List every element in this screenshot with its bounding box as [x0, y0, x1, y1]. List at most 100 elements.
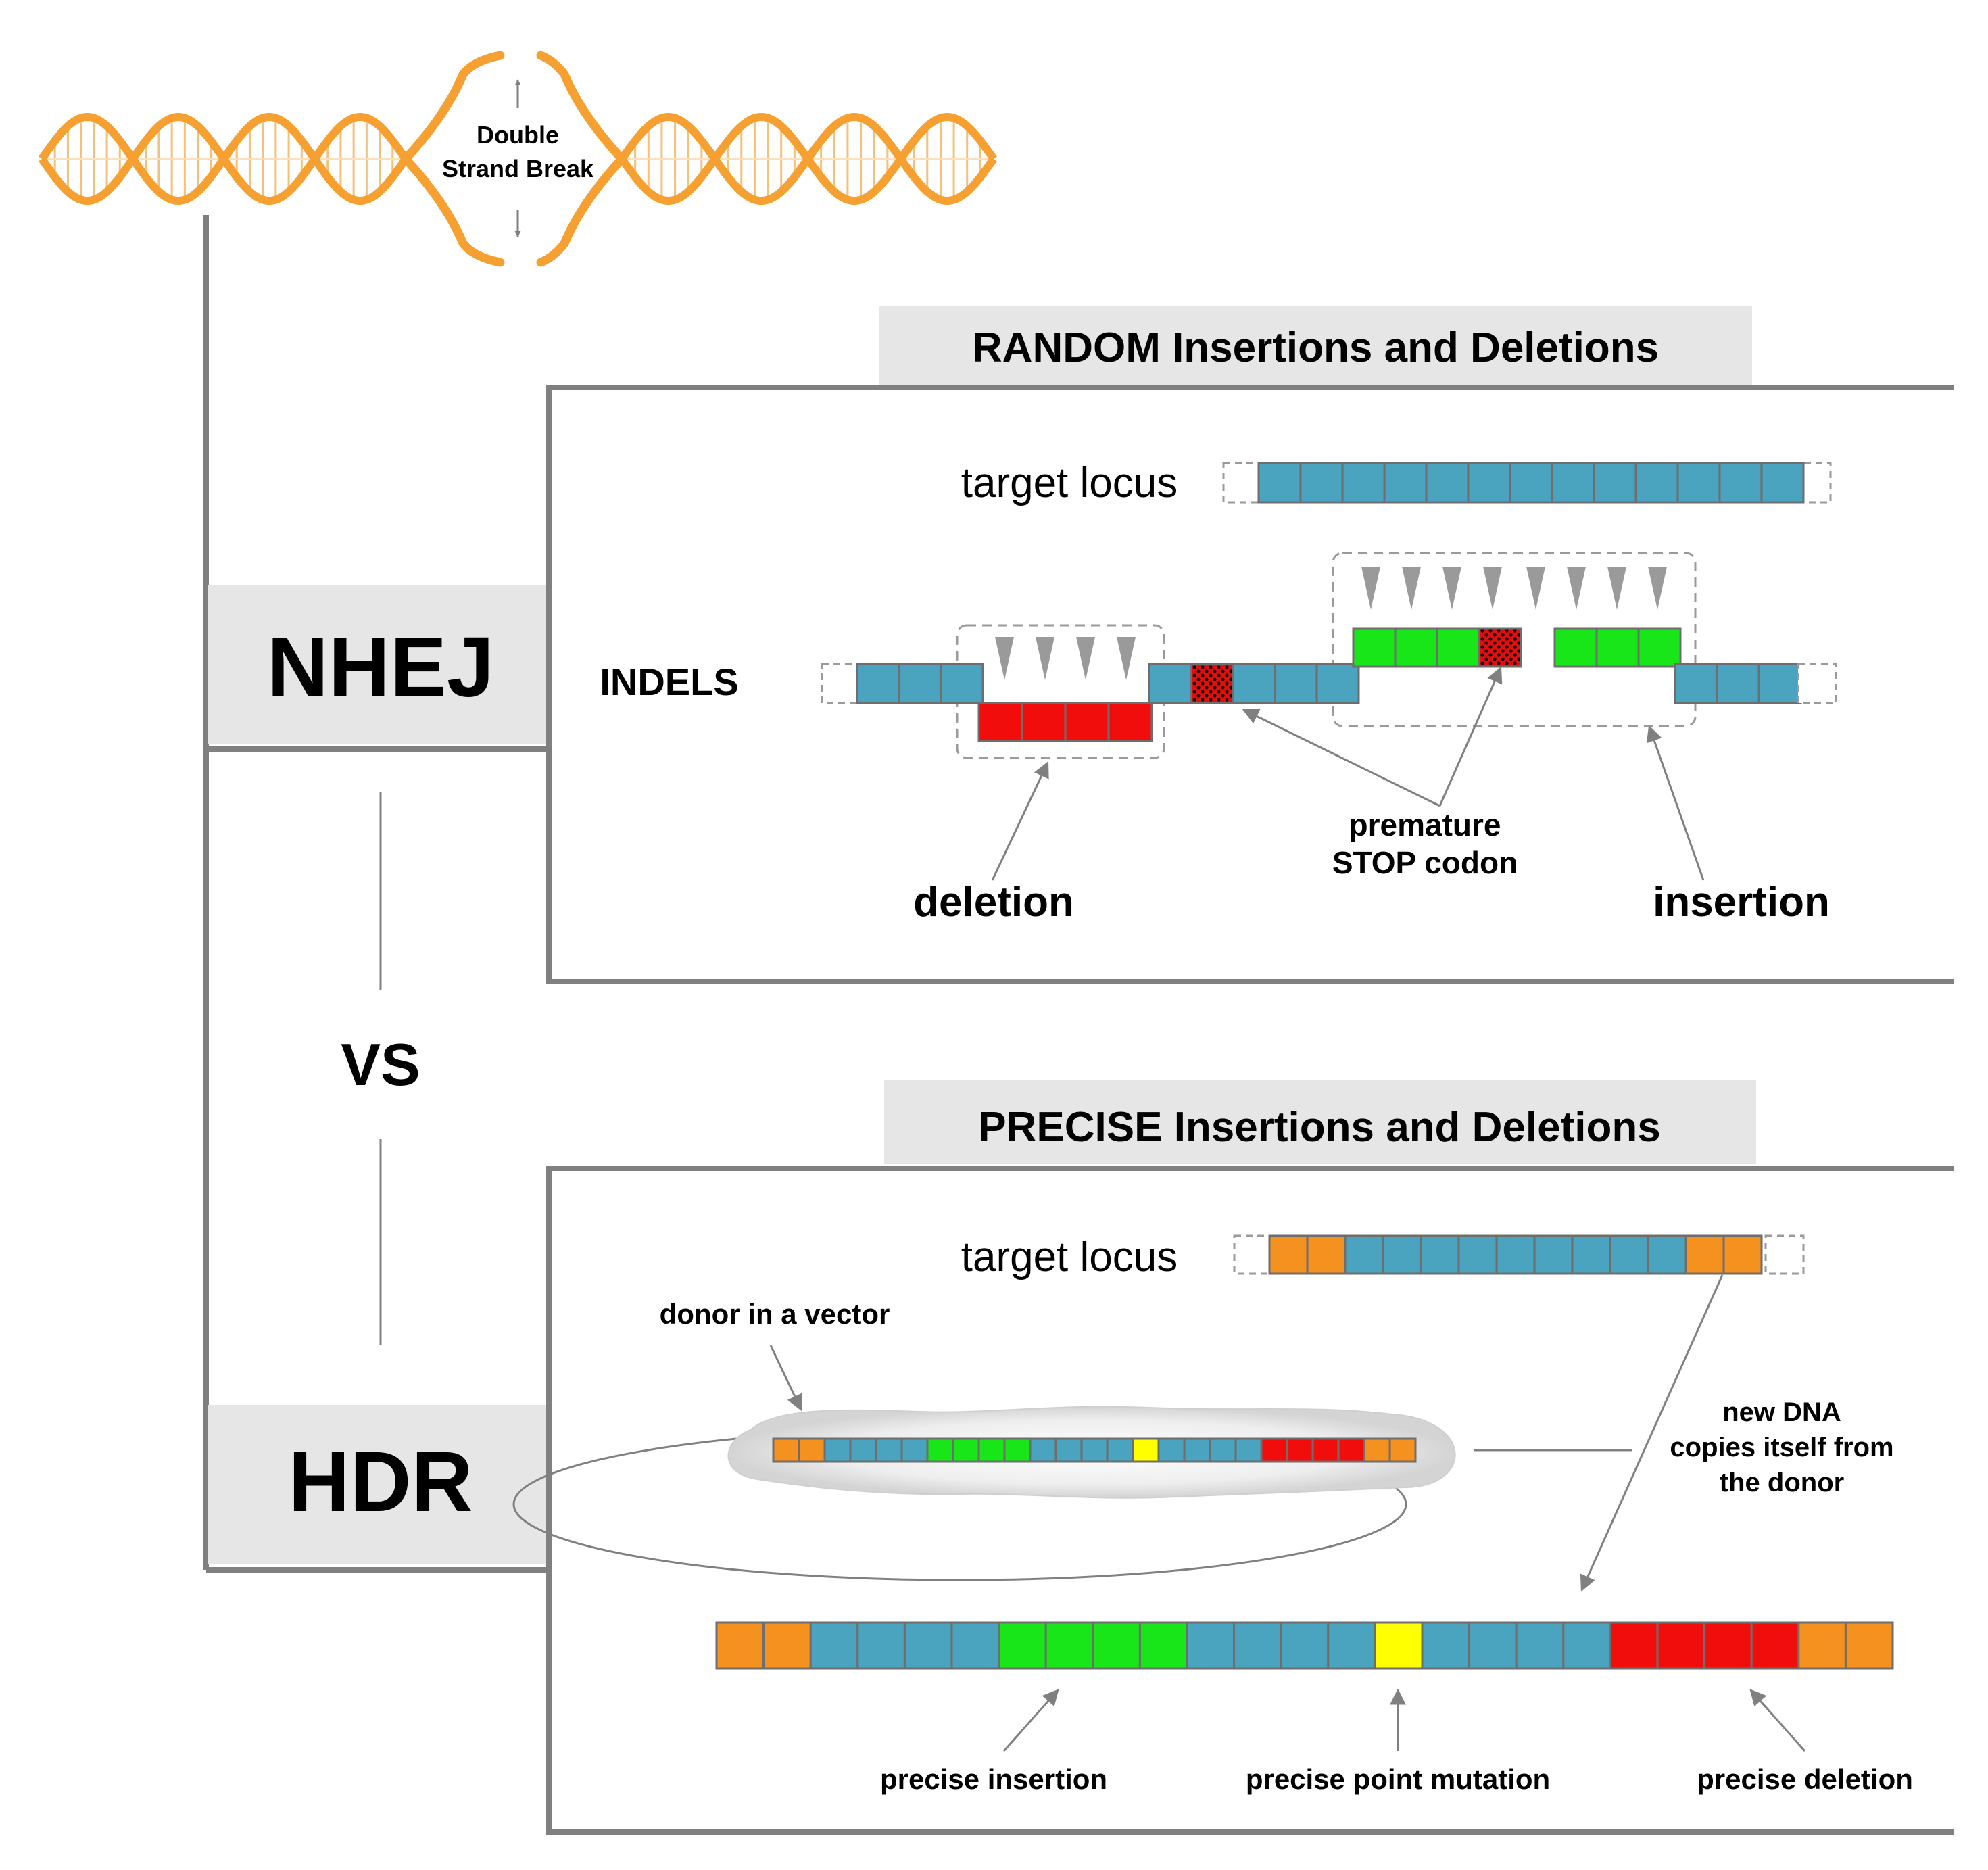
insertion-label: insertion: [1653, 879, 1830, 926]
nhej-label: NHEJ: [267, 619, 494, 715]
donor-codon-blue: [1029, 1437, 1057, 1463]
result-codon-orange: [1844, 1621, 1894, 1670]
donor-codon-blue: [1106, 1437, 1134, 1463]
target-codon-blue: [1457, 1234, 1498, 1275]
target-codon-orange: [1684, 1234, 1725, 1275]
donor-codon-blue: [1234, 1437, 1263, 1463]
target-codon-blue: [1383, 462, 1428, 504]
hdr-banner-title: PRECISE Insertions and Deletions: [978, 1104, 1660, 1151]
strand-codon-blue: [1274, 663, 1318, 704]
result-codon-red: [1703, 1621, 1753, 1670]
precise-deletion-label: precise deletion: [1697, 1763, 1913, 1795]
result-codon-yellow: [1374, 1621, 1424, 1670]
target-codon-blue: [1760, 462, 1805, 504]
insert-marker: [1402, 567, 1421, 610]
result-codon-blue: [1186, 1621, 1236, 1670]
strand-codon-blue: [1674, 663, 1718, 704]
deleted-codon-red: [1021, 702, 1067, 742]
result-codon-orange: [1797, 1621, 1847, 1670]
inserted-codon-green: [1637, 627, 1682, 668]
deletion-arrow: [991, 761, 1049, 881]
inserted-codon-green: [1352, 627, 1397, 668]
dashed-strand-end: [1797, 663, 1837, 704]
nhej-indel-strand: [821, 552, 1837, 759]
donor-codon-orange: [798, 1437, 826, 1463]
deletion-label: deletion: [913, 879, 1074, 926]
stop-label-line1: premature: [1349, 807, 1501, 842]
dashed-strand-end: [821, 663, 861, 704]
target-codon-blue: [1257, 462, 1302, 504]
target-codon-blue: [1299, 462, 1344, 504]
hdr-target-label: target locus: [961, 1234, 1178, 1280]
result-codon-blue: [856, 1621, 906, 1670]
insert-marker: [1361, 567, 1380, 610]
insert-marker: [1076, 637, 1095, 680]
target-codon-blue: [1676, 462, 1721, 504]
dna-double-helix: Double Strand Break: [39, 51, 997, 267]
precise-point-label: precise point mutation: [1246, 1763, 1550, 1795]
insert-marker: [1483, 567, 1502, 610]
target-codon-blue: [1533, 1234, 1574, 1275]
result-codon-blue: [1468, 1621, 1518, 1670]
target-codon-blue: [1593, 462, 1637, 504]
donor-codon-green: [977, 1437, 1006, 1463]
result-codon-green: [1092, 1621, 1141, 1670]
donor-codon-red: [1337, 1437, 1365, 1463]
target-codon-blue: [1420, 1234, 1460, 1275]
insertion-group-outline: [1332, 552, 1697, 727]
nhej-banner: [879, 306, 1752, 385]
donor-codon-blue: [1080, 1437, 1109, 1463]
result-codon-green: [998, 1621, 1047, 1670]
insert-marker: [1117, 637, 1136, 680]
result-codon-green: [1044, 1621, 1094, 1670]
result-codon-blue: [1327, 1621, 1376, 1670]
target-codon-blue: [1609, 1234, 1649, 1275]
target-codon-blue: [1495, 1234, 1536, 1275]
newdna-line3: the donor: [1720, 1468, 1844, 1497]
strand-codon-blue: [1757, 663, 1802, 704]
donor-codon-blue: [1054, 1437, 1083, 1463]
donor-codon-green: [926, 1437, 954, 1463]
hdr-frame: [546, 1166, 1954, 1835]
nhej-label-box: NHEJ: [208, 585, 546, 744]
inserted-codon-green: [1595, 627, 1640, 668]
dashed-strand-end: [1222, 462, 1263, 504]
deleted-codon-red: [977, 702, 1023, 742]
dashed-strand-end: [1764, 1234, 1805, 1275]
target-codon-blue: [1718, 462, 1763, 504]
result-codon-blue: [1421, 1621, 1471, 1670]
target-codon-blue: [1571, 1234, 1611, 1275]
newdna-line1: new DNA: [1722, 1397, 1841, 1427]
target-codon-orange: [1268, 1234, 1309, 1275]
insert-marker: [1648, 567, 1667, 610]
insert-marker: [1526, 567, 1545, 610]
result-codon-blue: [1562, 1621, 1611, 1670]
donor-codon-yellow: [1132, 1437, 1160, 1463]
deletion-group-outline: [956, 624, 1165, 759]
nhej-target-locus: [1222, 462, 1832, 504]
hdr-panel: PRECISE Insertions and Deletions target …: [512, 1080, 1954, 1835]
donor-codon-blue: [849, 1437, 877, 1463]
indels-label: INDELS: [600, 661, 738, 703]
inserted-codon-green: [1436, 627, 1480, 668]
helix-left-segment: [39, 112, 409, 206]
hdr-banner: [884, 1080, 1756, 1164]
copy-arrow: [1580, 1274, 1724, 1592]
strand-codon-blue: [940, 663, 984, 704]
result-sequence: [715, 1621, 1894, 1670]
strand-break-opening: [401, 51, 627, 267]
result-codon-blue: [903, 1621, 953, 1670]
dsb-line1: Double: [477, 121, 559, 149]
inserted-codon-green: [1553, 627, 1598, 668]
hdr-target-locus: [1233, 1234, 1805, 1275]
hdr-result-arrows: [1002, 1688, 1806, 1752]
insert-marker: [1036, 637, 1054, 680]
nhej-panel: RANDOM Insertions and Deletions target l…: [546, 306, 1954, 984]
helix-right-segment: [619, 112, 997, 206]
newdna-line2: copies itself from: [1670, 1433, 1893, 1462]
donor-codon-blue: [823, 1437, 852, 1463]
vs-label: VS: [341, 1031, 420, 1098]
insert-marker: [1607, 567, 1626, 610]
donor-codon-blue: [1209, 1437, 1237, 1463]
nhej-annotation-arrows: [991, 666, 1705, 881]
